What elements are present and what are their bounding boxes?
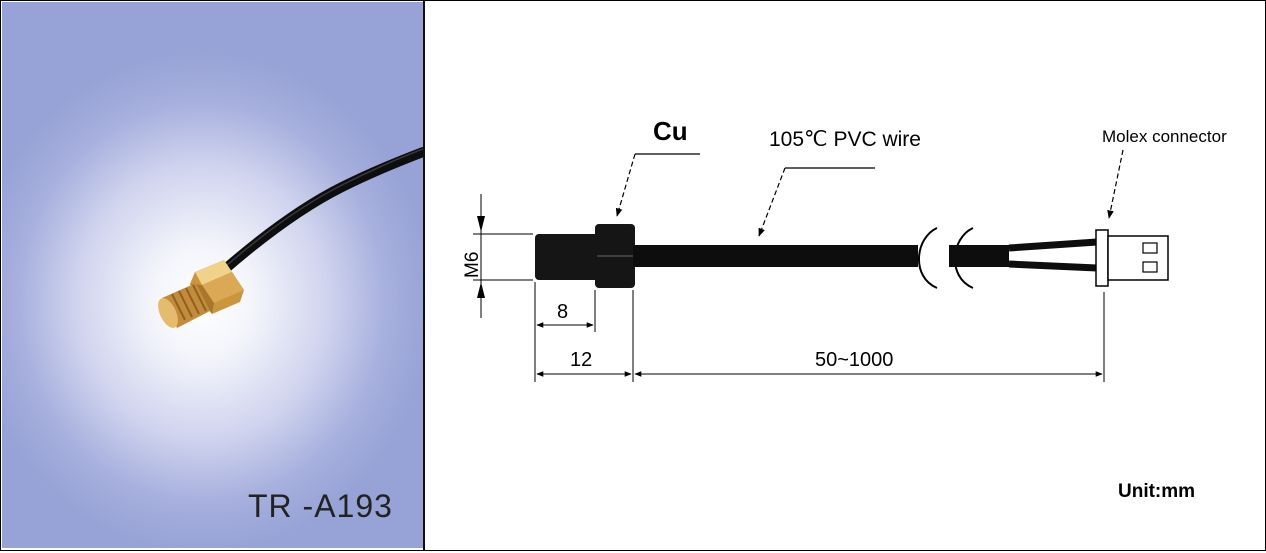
thread-dimension-label: M6: [462, 252, 483, 278]
connector-label: Molex connector: [1102, 127, 1227, 146]
pvc-wire: [633, 245, 918, 267]
dimension-drawing: Cu 105℃ PVC wire Molex connector M6 8 12…: [425, 2, 1265, 548]
connector-leader: [1107, 149, 1124, 219]
wire-leader: [758, 167, 786, 237]
photo-brass-thread: [158, 283, 210, 328]
panel-divider: [423, 0, 425, 551]
dimension-drawing-svg: Cu 105℃ PVC wire Molex connector M6 8 12…: [462, 116, 1227, 502]
cu-leader: [615, 153, 636, 217]
lead-wire-1: [1008, 238, 1098, 252]
product-code: TR -A193: [248, 488, 393, 524]
material-label: Cu: [653, 116, 688, 146]
wire-label: 105℃ PVC wire: [769, 128, 921, 151]
body-length-label: 12: [570, 349, 592, 371]
unit-label: Unit:mm: [1118, 481, 1195, 502]
lead-wire-2: [1008, 260, 1098, 272]
wire-length-label: 50~1000: [815, 349, 893, 371]
product-photo: TR -A193: [2, 2, 423, 548]
molex-connector: [1095, 229, 1169, 287]
break-mark-left: [918, 227, 938, 289]
thread-body: [535, 234, 599, 280]
photo-cable: [219, 147, 423, 275]
sensor-photo-illustration: [158, 147, 423, 328]
head-length-label: 8: [557, 301, 568, 323]
